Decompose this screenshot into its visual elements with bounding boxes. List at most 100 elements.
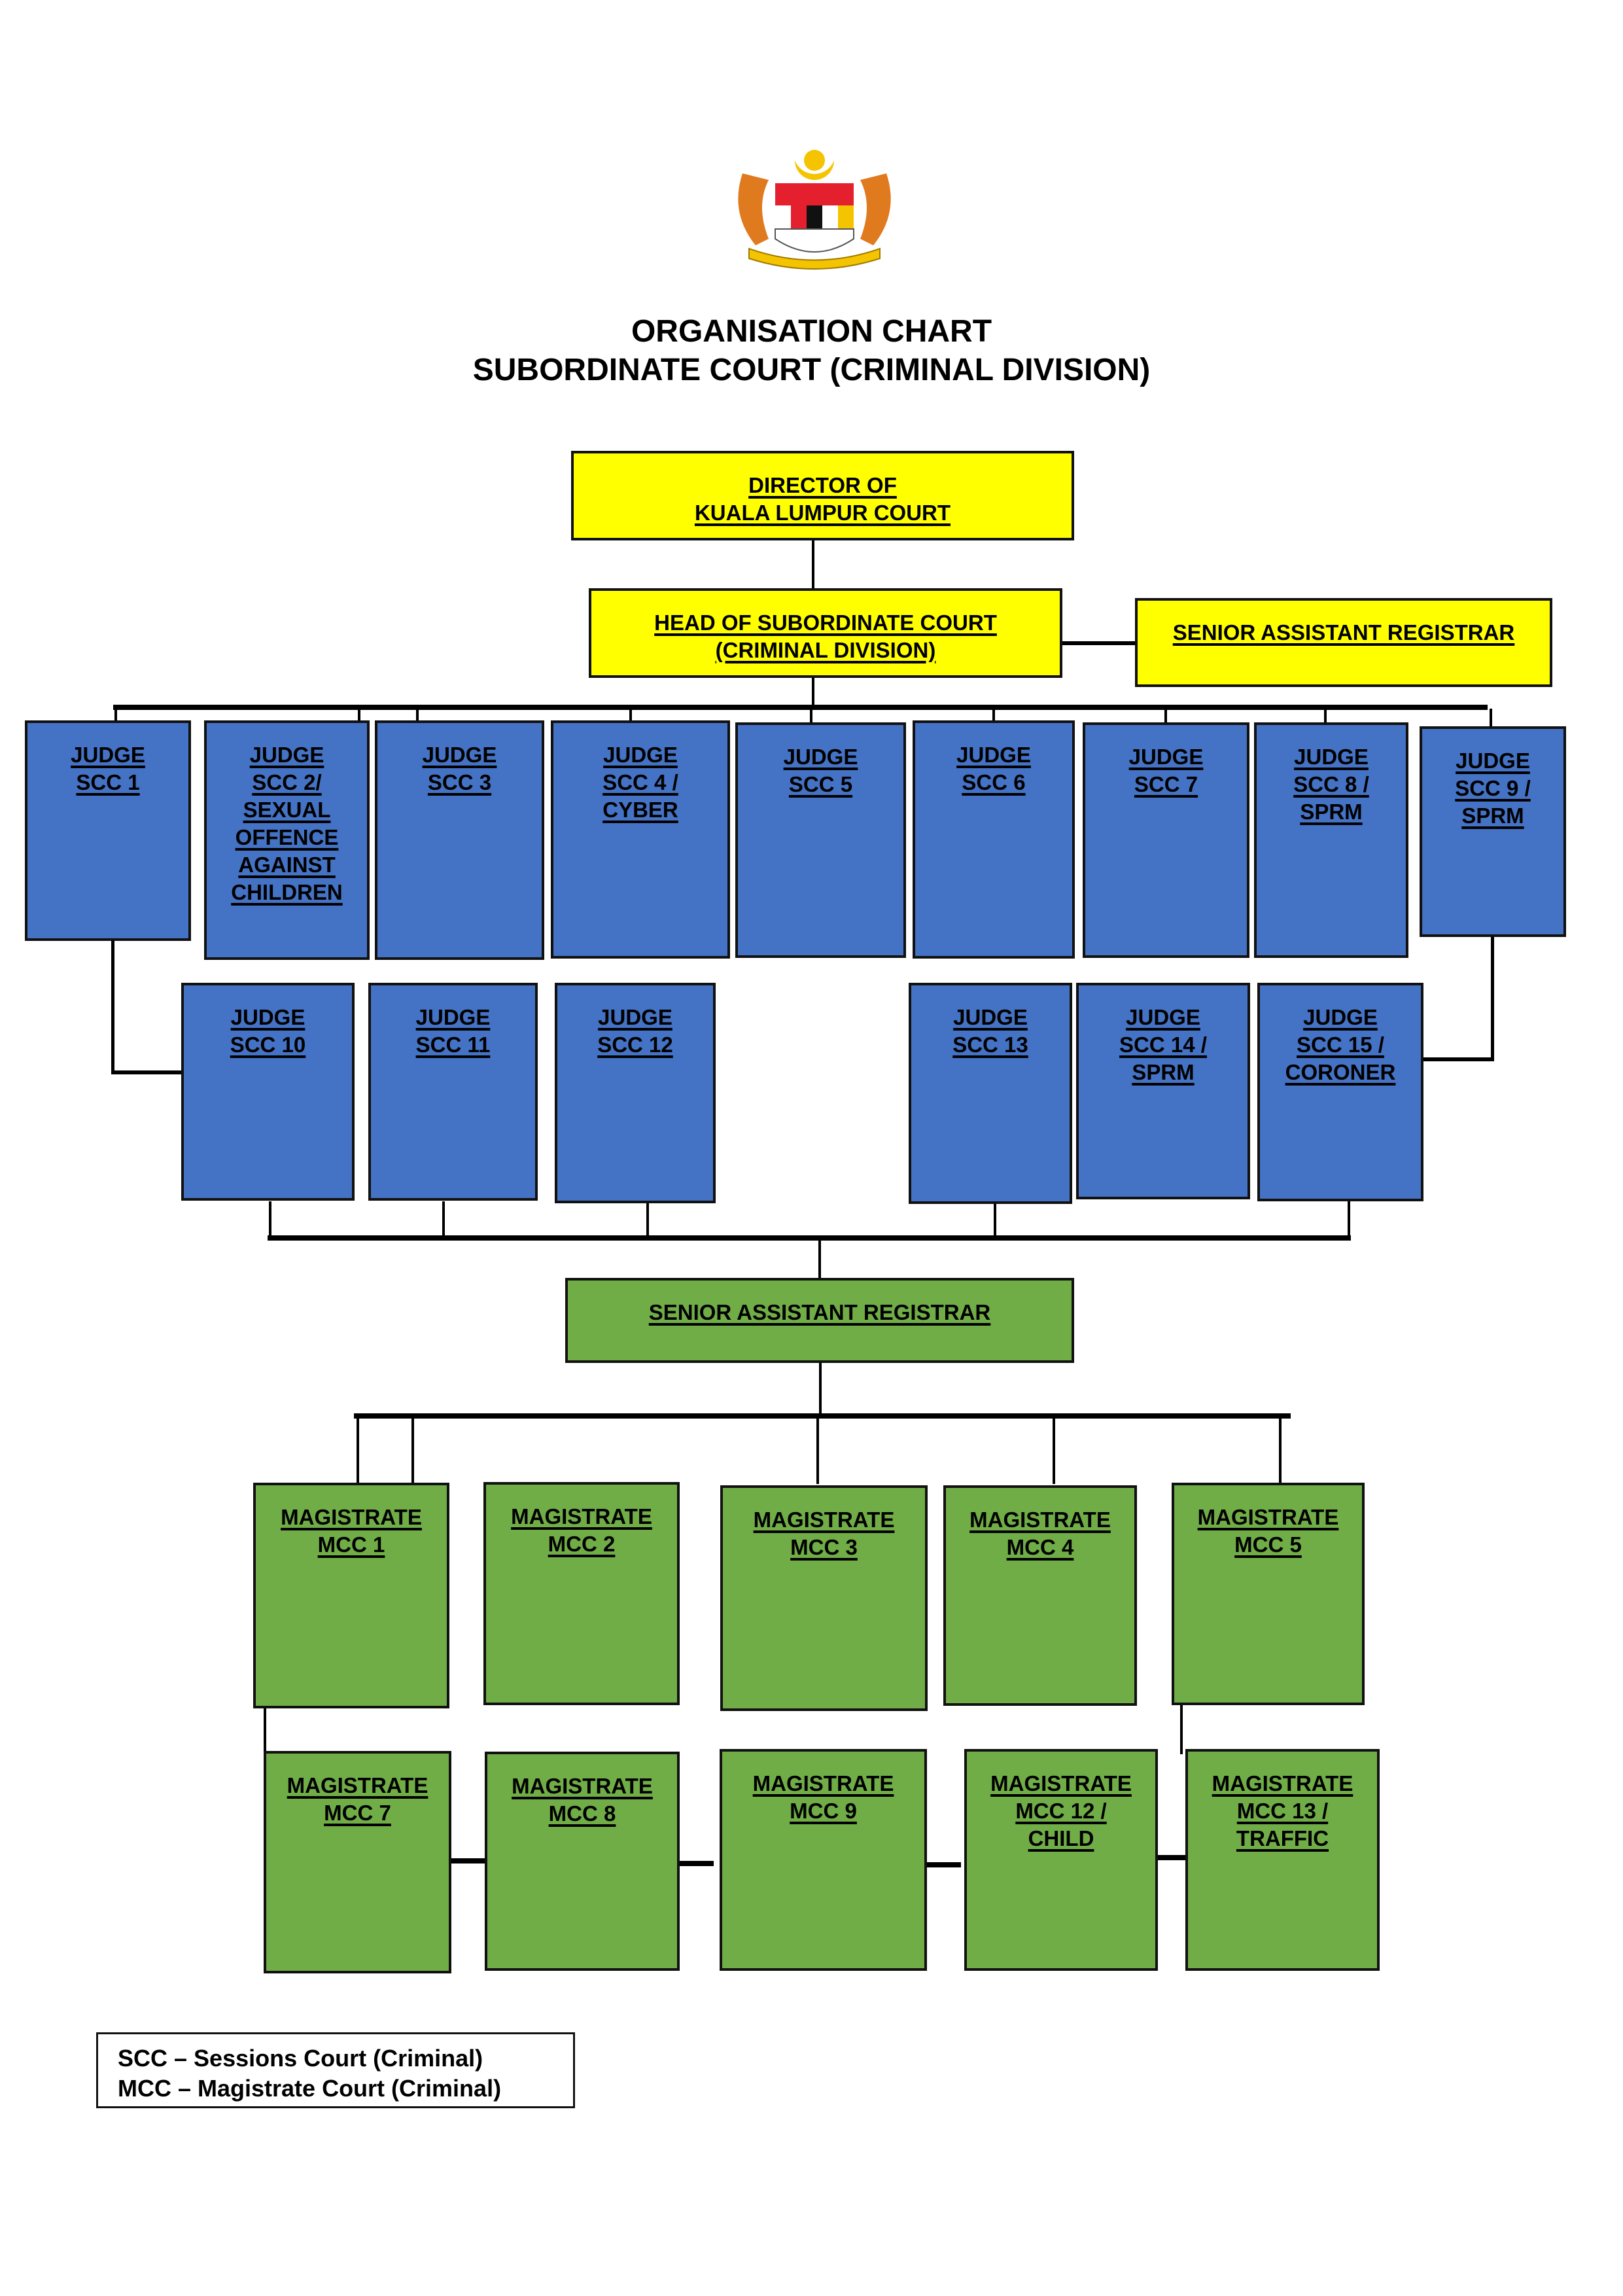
- connector-line: [111, 1070, 184, 1074]
- judge-box-label: JUDGE: [783, 745, 858, 769]
- connector-line: [111, 940, 114, 1074]
- magistrate-box[interactable]: MAGISTRATE MCC 7: [264, 1751, 451, 1973]
- judge-box-label: SPRM: [1300, 800, 1363, 824]
- connector-line: [646, 1201, 649, 1238]
- connector-line: [1324, 709, 1327, 724]
- magistrate-box-label: MCC 7: [324, 1801, 391, 1825]
- judge-box-label: JUDGE: [415, 1005, 491, 1029]
- connector-line: [629, 709, 632, 722]
- judge-box-label: JUDGE: [598, 1005, 672, 1029]
- head-line: (CRIMINAL DIVISION): [715, 638, 936, 662]
- judge-box-label: SCC 6: [962, 770, 1026, 794]
- connector-line: [268, 1235, 1351, 1241]
- magistrate-box-label: MCC 4: [1006, 1535, 1074, 1559]
- connector-line: [1279, 1416, 1282, 1484]
- connector-line: [451, 1858, 485, 1863]
- magistrate-box-label: MCC 13 /: [1236, 1799, 1329, 1823]
- connector-line: [1158, 1855, 1192, 1860]
- magistrate-box-label: MAGISTRATE: [511, 1504, 652, 1528]
- judge-box-label: JUDGE: [956, 743, 1031, 767]
- judge-box-label: JUDGE: [953, 1005, 1028, 1029]
- chart-title: ORGANISATION CHART: [631, 314, 992, 349]
- connector-line: [416, 709, 419, 724]
- connector-line: [358, 709, 360, 723]
- judge-box-label: JUDGE: [1294, 745, 1369, 769]
- judge-box[interactable]: JUDGE SCC 6: [913, 720, 1075, 959]
- connector-line: [1418, 1057, 1494, 1061]
- connector-line: [1348, 1201, 1350, 1238]
- magistrate-box-label: MAGISTRATE: [287, 1773, 428, 1797]
- magistrate-box-label: MAGISTRATE: [281, 1505, 422, 1529]
- judge-box-label: JUDGE: [1303, 1005, 1378, 1029]
- magistrate-box-label: MAGISTRATE: [1212, 1771, 1353, 1795]
- connector-line: [269, 1201, 271, 1238]
- magistrate-box-label: MCC 3: [790, 1535, 858, 1559]
- registrar2-line: SENIOR ASSISTANT REGISTRAR: [648, 1300, 991, 1324]
- judge-box-label: JUDGE: [230, 1005, 305, 1029]
- judge-box-label: JUDGE: [1456, 749, 1530, 773]
- senior-assistant-registrar-2-box[interactable]: SENIOR ASSISTANT REGISTRAR: [565, 1278, 1074, 1363]
- judge-box-label: SCC 10: [230, 1033, 306, 1057]
- judge-box-label: CHILDREN: [231, 880, 343, 904]
- legend-box: SCC – Sessions Court (Criminal) MCC – Ma…: [96, 2032, 575, 2108]
- judge-box-label: SCC 1: [76, 770, 140, 794]
- judge-box-label: JUDGE: [1128, 745, 1204, 769]
- connector-line: [114, 709, 117, 722]
- connector-line: [816, 1416, 819, 1484]
- judge-box[interactable]: JUDGE SCC 10: [181, 983, 355, 1201]
- connector-line: [1180, 1705, 1183, 1754]
- head-line: HEAD OF SUBORDINATE COURT: [654, 610, 997, 635]
- judge-box-label: SCC 14 /: [1119, 1033, 1207, 1057]
- connector-line: [992, 709, 995, 724]
- judge-box[interactable]: JUDGE SCC 15 / CORONER: [1257, 983, 1423, 1201]
- judge-box[interactable]: JUDGE SCC 8 / SPRM: [1254, 722, 1408, 958]
- judge-box-label: SEXUAL: [243, 798, 331, 822]
- director-box[interactable]: DIRECTOR OF KUALA LUMPUR COURT: [571, 451, 1074, 540]
- connector-line: [812, 538, 814, 592]
- judge-box-label: SCC 15 /: [1297, 1033, 1384, 1057]
- magistrate-box-label: MCC 5: [1234, 1532, 1302, 1557]
- connector-line: [113, 705, 1488, 710]
- judge-box-label: JUDGE: [422, 743, 497, 767]
- senior-assistant-registrar-box[interactable]: SENIOR ASSISTANT REGISTRAR: [1135, 598, 1552, 687]
- magistrate-box-label: MCC 8: [548, 1801, 616, 1826]
- judge-box-label: JUDGE: [1126, 1005, 1200, 1029]
- head-of-court-box[interactable]: HEAD OF SUBORDINATE COURT (CRIMINAL DIVI…: [589, 588, 1062, 678]
- judge-box-label: CORONER: [1285, 1060, 1396, 1084]
- connector-line: [812, 677, 814, 707]
- director-line: DIRECTOR OF: [748, 473, 897, 497]
- connector-line: [994, 1201, 996, 1238]
- judge-box[interactable]: JUDGE SCC 3: [375, 720, 544, 960]
- connector-line: [819, 1361, 822, 1417]
- connector-line: [1053, 1416, 1055, 1484]
- judge-box-label: SCC 3: [427, 770, 492, 794]
- judge-box-label: SCC 2/: [252, 770, 322, 794]
- connector-line: [354, 1413, 1291, 1419]
- connector-line: [411, 1416, 414, 1484]
- judge-box-label: SCC 8 /: [1293, 772, 1369, 796]
- judge-box-label: SCC 4 /: [602, 770, 678, 794]
- judge-box-label: SPRM: [1461, 804, 1524, 828]
- magistrate-box[interactable]: MAGISTRATE MCC 5: [1172, 1483, 1365, 1705]
- legend-scc: SCC – Sessions Court (Criminal): [118, 2045, 483, 2072]
- connector-line: [442, 1201, 445, 1238]
- magistrate-box-label: MAGISTRATE: [1197, 1505, 1339, 1529]
